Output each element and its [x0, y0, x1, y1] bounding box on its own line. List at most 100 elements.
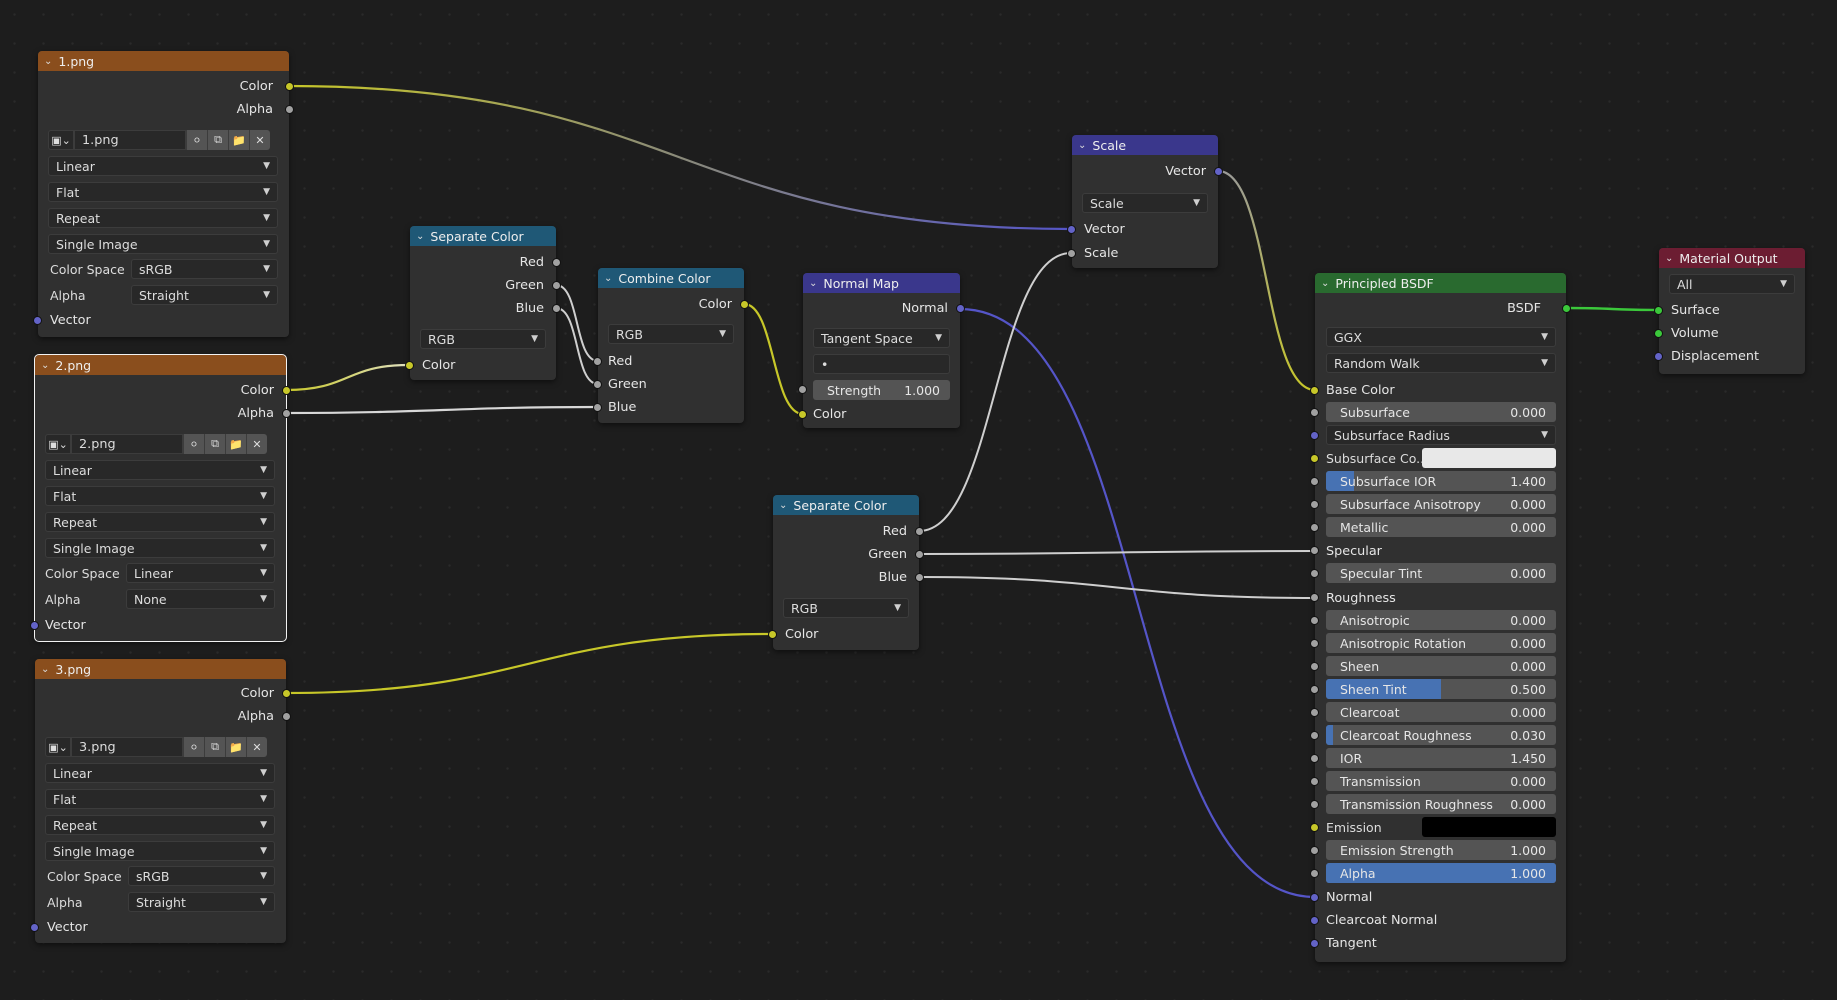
image-texture-node-3[interactable]: ⌄3.png Color Alpha ▣⌄ 3.png ⚪ ⧉ 📁 ✕ Line…: [30, 659, 291, 943]
open-folder-icon[interactable]: 📁: [225, 434, 246, 454]
image-name-field[interactable]: 3.png: [71, 737, 183, 757]
fake-user-shield-icon[interactable]: ⚪: [183, 434, 204, 454]
projection-dropdown[interactable]: Flat▼: [45, 486, 275, 506]
node-header[interactable]: ⌄Separate Color: [773, 495, 919, 515]
operation-dropdown[interactable]: Scale▼: [1082, 193, 1208, 213]
socket-green-out[interactable]: [552, 281, 561, 290]
principled-bsdf-node[interactable]: ⌄Principled BSDF BSDF GGX▼ Random Walk▼ …: [1310, 273, 1571, 962]
interpolation-dropdown[interactable]: Linear▼: [45, 763, 275, 783]
distribution-dropdown[interactable]: GGX▼: [1326, 327, 1556, 347]
socket-specular-in[interactable]: [1310, 546, 1319, 555]
combine-color-node[interactable]: ⌄Combine Color Color RGB▼ Red Green Blue: [593, 268, 749, 423]
socket-alpha-in[interactable]: [1310, 869, 1319, 878]
collapse-chevron-icon[interactable]: ⌄: [44, 55, 53, 67]
material-output-node[interactable]: ⌄Material Output All▼ Surface Volume Dis…: [1654, 248, 1805, 374]
socket-roughness-in[interactable]: [1310, 593, 1319, 602]
source-dropdown[interactable]: Single Image▼: [45, 841, 275, 861]
colorspace-dropdown[interactable]: Linear▼: [126, 563, 275, 583]
normal-map-node[interactable]: ⌄Normal Map Normal Tangent Space▼ • Stre…: [798, 273, 965, 428]
socket-subsurface-ior-in[interactable]: [1310, 477, 1319, 486]
space-dropdown[interactable]: Tangent Space▼: [813, 328, 950, 348]
image-name-field[interactable]: 1.png: [74, 130, 186, 150]
mode-dropdown[interactable]: RGB▼: [608, 324, 734, 344]
vector-math-scale-node[interactable]: ⌄Scale Vector Scale▼ Vector Scale: [1067, 135, 1223, 268]
socket-alpha-out[interactable]: [285, 105, 294, 114]
socket-color-in[interactable]: [405, 361, 414, 370]
socket-ior-in[interactable]: [1310, 754, 1319, 763]
projection-dropdown[interactable]: Flat▼: [48, 182, 278, 202]
socket-subsurface-radius-in[interactable]: [1310, 431, 1319, 440]
image-browse-icon[interactable]: ▣⌄: [45, 434, 71, 454]
interpolation-dropdown[interactable]: Linear▼: [48, 156, 278, 176]
open-folder-icon[interactable]: 📁: [228, 130, 249, 150]
socket-blue-in[interactable]: [593, 403, 602, 412]
collapse-chevron-icon[interactable]: ⌄: [1078, 139, 1087, 151]
alpha-dropdown[interactable]: None▼: [126, 589, 275, 609]
socket-surface-in[interactable]: [1654, 306, 1663, 315]
image-browse-icon[interactable]: ▣⌄: [45, 737, 71, 757]
socket-specular-tint-in[interactable]: [1310, 569, 1319, 578]
socket-normal-out[interactable]: [956, 304, 965, 313]
extension-dropdown[interactable]: Repeat▼: [45, 512, 275, 532]
target-dropdown[interactable]: All▼: [1669, 274, 1795, 294]
image-selector[interactable]: ▣⌄ 2.png ⚪ ⧉ 📁 ✕: [45, 434, 267, 454]
socket-emission-in[interactable]: [1310, 823, 1319, 832]
node-header[interactable]: ⌄Scale: [1072, 135, 1218, 155]
duplicate-icon[interactable]: ⧉: [204, 434, 225, 454]
image-texture-node-2[interactable]: ⌄2.png Color Alpha ▣⌄ 2.png ⚪ ⧉ 📁 ✕ Line…: [30, 354, 291, 642]
node-header[interactable]: ⌄Normal Map: [803, 273, 960, 293]
open-folder-icon[interactable]: 📁: [225, 737, 246, 757]
socket-emission-strength-in[interactable]: [1310, 846, 1319, 855]
socket-clearcoat-roughness-in[interactable]: [1310, 731, 1319, 740]
alpha-dropdown[interactable]: Straight▼: [128, 892, 275, 912]
socket-base-color-in[interactable]: [1310, 386, 1319, 395]
socket-vector-in[interactable]: [30, 923, 39, 932]
node-header[interactable]: ⌄2.png: [35, 355, 286, 375]
source-dropdown[interactable]: Single Image▼: [48, 234, 278, 254]
interpolation-dropdown[interactable]: Linear▼: [45, 460, 275, 480]
fake-user-shield-icon[interactable]: ⚪: [186, 130, 207, 150]
socket-subsurface-color-in[interactable]: [1310, 454, 1319, 463]
node-header[interactable]: ⌄Material Output: [1659, 248, 1805, 268]
socket-vector-in[interactable]: [1067, 225, 1076, 234]
image-selector[interactable]: ▣⌄ 1.png ⚪ ⧉ 📁 ✕: [48, 130, 270, 150]
image-browse-icon[interactable]: ▣⌄: [48, 130, 74, 150]
socket-color-in[interactable]: [798, 410, 807, 419]
socket-anisotropic-in[interactable]: [1310, 616, 1319, 625]
socket-displacement-in[interactable]: [1654, 352, 1663, 361]
node-header[interactable]: ⌄3.png: [35, 659, 286, 679]
socket-vector-out[interactable]: [1214, 167, 1223, 176]
emission-color-swatch[interactable]: [1422, 817, 1556, 837]
node-header[interactable]: ⌄1.png: [38, 51, 289, 71]
socket-transmission-in[interactable]: [1310, 777, 1319, 786]
collapse-chevron-icon[interactable]: ⌄: [779, 499, 788, 511]
colorspace-dropdown[interactable]: sRGB▼: [131, 259, 278, 279]
image-texture-node-1[interactable]: ⌄1.png Color Alpha ▣⌄ 1.png ⚪ ⧉ 📁 ✕ Line…: [33, 51, 294, 337]
node-header[interactable]: ⌄Combine Color: [598, 268, 744, 288]
socket-blue-out[interactable]: [552, 304, 561, 313]
duplicate-icon[interactable]: ⧉: [207, 130, 228, 150]
subsurface-color-swatch[interactable]: [1422, 448, 1556, 468]
collapse-chevron-icon[interactable]: ⌄: [604, 272, 613, 284]
socket-color-in[interactable]: [768, 630, 777, 639]
socket-tangent-in[interactable]: [1310, 939, 1319, 948]
close-icon[interactable]: ✕: [249, 130, 270, 150]
image-selector[interactable]: ▣⌄ 3.png ⚪ ⧉ 📁 ✕: [45, 737, 267, 757]
socket-color-out[interactable]: [282, 386, 291, 395]
socket-clearcoat-in[interactable]: [1310, 708, 1319, 717]
separate-color-node-1[interactable]: ⌄Separate Color Red Green Blue RGB▼ Colo…: [405, 226, 561, 380]
socket-color-out[interactable]: [740, 300, 749, 309]
socket-anisotropic-rotation-in[interactable]: [1310, 639, 1319, 648]
socket-red-out[interactable]: [552, 258, 561, 267]
colorspace-dropdown[interactable]: sRGB▼: [128, 866, 275, 886]
socket-transmission-roughness-in[interactable]: [1310, 800, 1319, 809]
